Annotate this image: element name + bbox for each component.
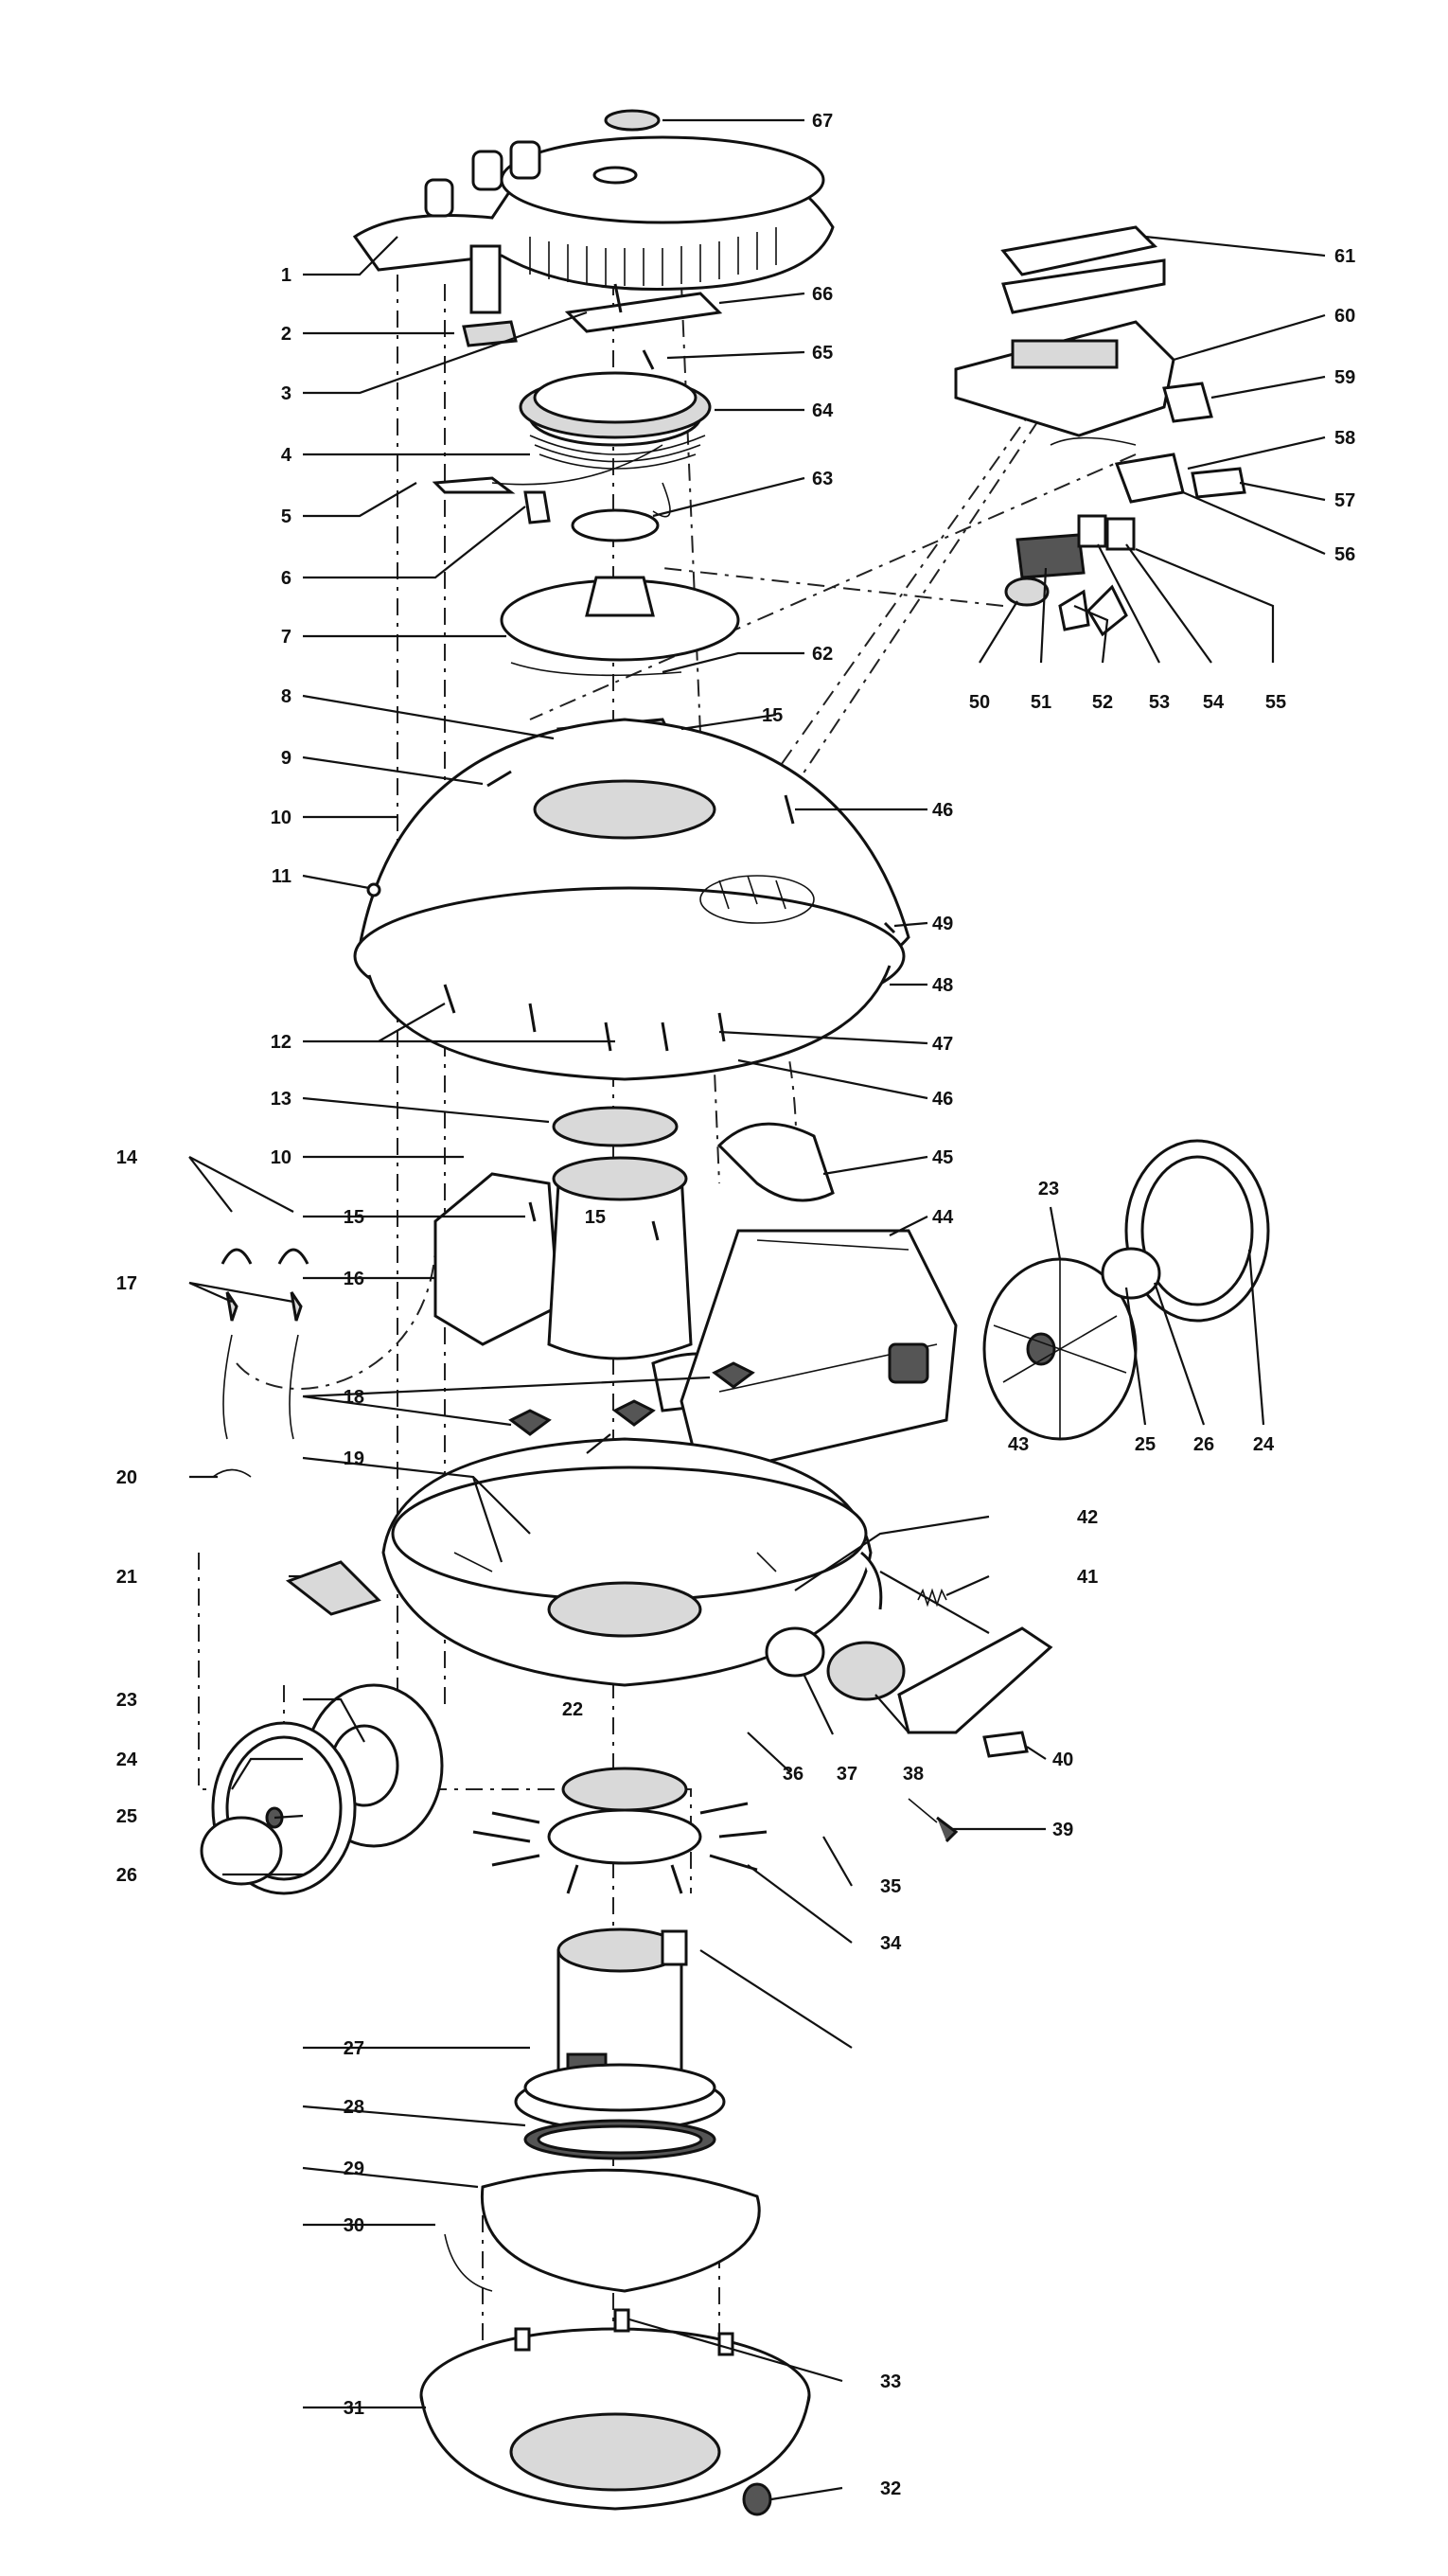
callout-60: 60	[1334, 306, 1355, 327]
callout-67: 67	[812, 111, 833, 132]
callout-46-upper: 46	[932, 800, 953, 821]
callout-36: 36	[783, 1764, 803, 1785]
callout-47: 47	[932, 1034, 953, 1055]
callout-49: 49	[932, 914, 953, 934]
callout-10-upper: 10	[271, 808, 291, 828]
callout-42: 42	[1077, 1507, 1098, 1528]
callout-55: 55	[1265, 692, 1286, 713]
callout-11: 11	[272, 866, 291, 887]
callout-53: 53	[1149, 692, 1170, 713]
callout-33: 33	[880, 2372, 901, 2392]
callout-54: 54	[1203, 692, 1225, 713]
callout-63: 63	[812, 469, 833, 489]
callout-16: 16	[344, 1269, 364, 1289]
callout-10-lower: 10	[271, 1147, 291, 1168]
callout-19: 19	[344, 1448, 364, 1469]
callout-25-right: 25	[1135, 1434, 1156, 1455]
callout-17: 17	[116, 1273, 137, 1294]
callout-20: 20	[116, 1467, 137, 1488]
callout-45: 45	[932, 1147, 953, 1168]
callout-23-right: 23	[1038, 1179, 1059, 1199]
callout-41: 41	[1077, 1567, 1098, 1588]
callout-51: 51	[1031, 692, 1051, 713]
callout-48: 48	[932, 975, 953, 996]
callout-34: 34	[880, 1933, 902, 1954]
callout-12: 12	[271, 1032, 291, 1053]
callout-24-right: 24	[1253, 1434, 1275, 1455]
callout-labels: 1 2 3 4 5 6 7 8 9 10 11 12 13 10 14 15 1…	[116, 111, 1356, 2499]
callout-22: 22	[562, 1699, 583, 1720]
part-illustrations	[198, 109, 1270, 2516]
callout-38: 38	[903, 1764, 924, 1785]
callout-15-left: 15	[344, 1207, 364, 1228]
callout-15-mid: 15	[585, 1207, 606, 1228]
callout-64: 64	[812, 400, 834, 421]
callout-62: 62	[812, 644, 833, 665]
callout-30: 30	[344, 2215, 364, 2236]
callout-40: 40	[1052, 1750, 1073, 1770]
callout-37: 37	[837, 1764, 857, 1785]
callout-29: 29	[344, 2159, 364, 2179]
callout-1: 1	[281, 265, 291, 286]
callout-43: 43	[1008, 1434, 1029, 1455]
callout-2: 2	[281, 324, 291, 345]
callout-28: 28	[344, 2097, 364, 2118]
callout-50: 50	[969, 692, 990, 713]
callout-46-lower: 46	[932, 1089, 953, 1110]
callout-13: 13	[271, 1089, 291, 1110]
callout-44: 44	[932, 1207, 954, 1228]
leader-lines	[188, 118, 1326, 2501]
callout-5: 5	[281, 506, 291, 527]
callout-23-left: 23	[116, 1690, 137, 1711]
callout-8: 8	[281, 686, 291, 707]
callout-24-left: 24	[116, 1750, 138, 1770]
callout-21: 21	[116, 1567, 137, 1588]
callout-14: 14	[116, 1147, 138, 1168]
callout-9: 9	[281, 748, 291, 769]
callout-31: 31	[344, 2398, 364, 2419]
callout-65: 65	[812, 343, 833, 364]
callout-57: 57	[1334, 490, 1355, 511]
callout-39: 39	[1052, 1820, 1073, 1840]
callout-56: 56	[1334, 544, 1355, 565]
callout-26-right: 26	[1193, 1434, 1214, 1455]
callout-4: 4	[281, 445, 292, 466]
callout-18: 18	[344, 1387, 364, 1408]
callout-15-upper: 15	[762, 705, 783, 726]
callout-6: 6	[281, 568, 291, 589]
callout-25-left: 25	[116, 1806, 137, 1827]
callout-61: 61	[1334, 246, 1355, 267]
callout-3: 3	[281, 383, 291, 404]
callout-27: 27	[344, 2038, 364, 2059]
callout-7: 7	[281, 627, 291, 648]
callout-52: 52	[1092, 692, 1113, 713]
callout-58: 58	[1334, 428, 1355, 449]
callout-59: 59	[1334, 367, 1355, 388]
callout-35: 35	[880, 1876, 901, 1897]
callout-66: 66	[812, 284, 833, 305]
callout-32: 32	[880, 2478, 901, 2499]
callout-26-left: 26	[116, 1865, 137, 1886]
